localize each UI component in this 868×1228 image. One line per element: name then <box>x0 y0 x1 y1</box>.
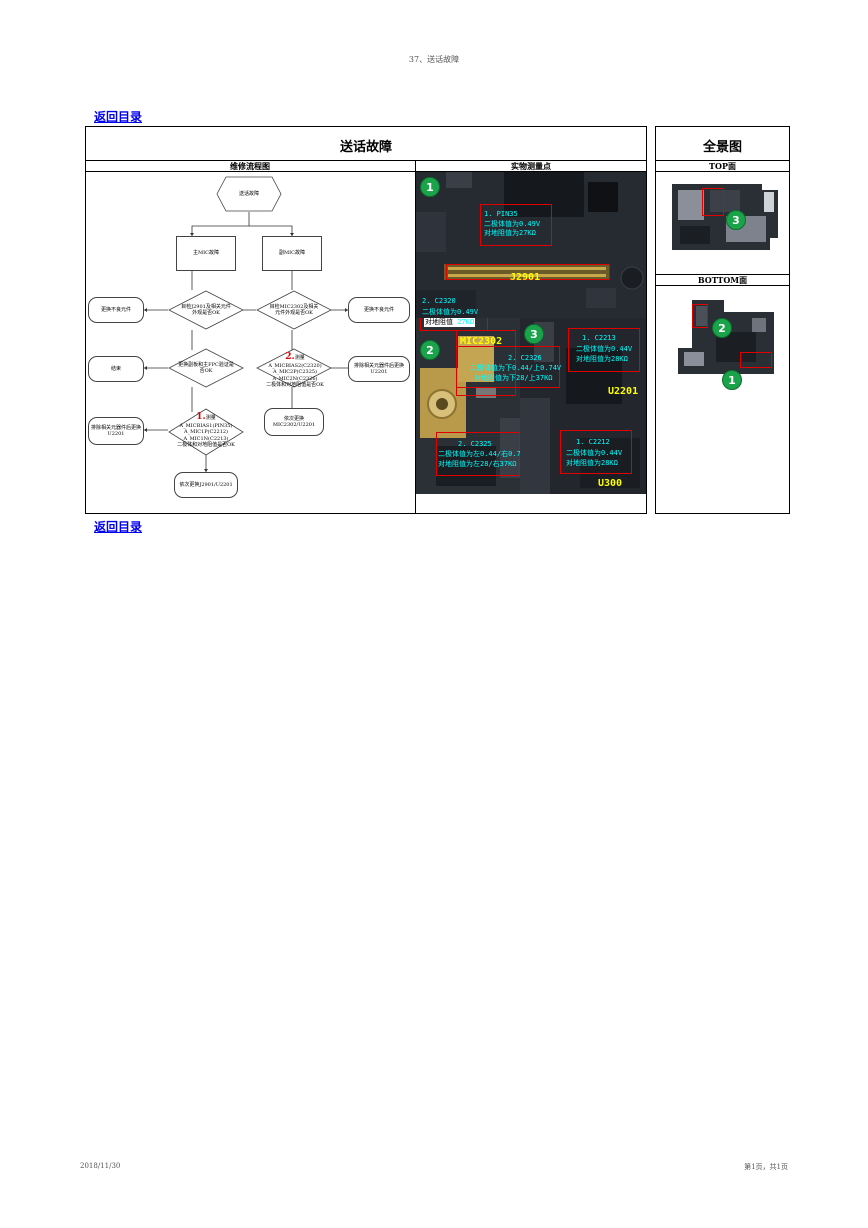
flow-replace-bad-right: 更换不良元件 <box>348 297 410 323</box>
c2326-resistance: 对地阻值为下28/上37KΩ <box>474 374 553 382</box>
marker-2-photo: 2 <box>420 340 440 360</box>
top-header: TOP面 <box>709 161 736 171</box>
flow-check-sub: 目检MIC2302及相关元件外观是否OK <box>269 303 319 316</box>
marker-1-photo: 1 <box>420 177 440 197</box>
measure-photo-mic2302: 2 MIC2302 2. C2325 二极体值为左0.44/右0.73V 对地阻… <box>416 318 520 494</box>
flow-measure1: 1.测量 A_MICBIAS1(PIN35) A_MIC1P(C2212) A_… <box>177 411 235 448</box>
j2901-label: J2901 <box>510 272 541 283</box>
flowchart-header: 维修流程图 <box>230 161 270 171</box>
c2325-label: 2. C2325 <box>458 440 492 448</box>
u300-label: U300 <box>598 478 623 489</box>
c2212-diode: 二极体值为0.44V <box>566 449 623 457</box>
c2212-resistance: 对地阻值为28KΩ <box>566 459 618 467</box>
mic2302-label: MIC2302 <box>460 336 503 347</box>
j2901-highlight <box>446 264 610 280</box>
c2326-diode: 二极体值为下0.44/上0.74V <box>470 364 562 372</box>
u2201-label: U2201 <box>608 386 639 397</box>
flow-fpc-check: 更换副板和主FPC验证是否OK <box>178 361 234 374</box>
measure-photo-u2201: 3 1. C2213 二极体值为0.44V 对地阻值为28KΩ U2201 1.… <box>520 318 646 494</box>
flow-sub-mic: 副MIC故障 <box>262 236 322 271</box>
c2320-label: 2. C2320 <box>422 297 456 305</box>
flow-main-mic: 主MIC故障 <box>176 236 236 271</box>
footer-page: 第1页，共1页 <box>744 1163 788 1171</box>
c2325-resistance: 对地阻值为左28/右37KΩ <box>438 460 517 468</box>
flow-check-main: 目检J2901及相关元件外观是否OK <box>181 303 231 316</box>
flow-end: 结束 <box>88 356 144 382</box>
back-to-toc-link-top[interactable]: 返回目录 <box>94 110 143 124</box>
c2325-highlight <box>436 432 520 476</box>
top-marker-3: 3 <box>726 210 746 230</box>
pin35-diode: 二极体值为0.49V <box>484 220 541 228</box>
c2320-diode: 二极体值为0.49V <box>422 308 479 316</box>
measure-header: 实物测量点 <box>511 161 551 171</box>
table-title: 送话故障 <box>339 140 392 155</box>
pin35-resistance: 对地阻值为27KΩ <box>484 229 536 237</box>
main-table <box>85 126 647 514</box>
flow-measure2: 2.测量 A_MICBIAS2(C2320) A_MIC2P(C2325) A_… <box>266 351 324 388</box>
measure-photo-j2901: 1. PIN35 二极体值为0.49V 对地阻值为27KΩ J2901 1 <box>416 172 646 318</box>
flow-replace-j2901: 依次更换J2901/U2201 <box>174 472 238 498</box>
panorama-table <box>655 126 790 514</box>
page-header: 37、送话故障 <box>408 55 460 64</box>
c2325-diode: 二极体值为左0.44/右0.73V <box>438 450 520 458</box>
start-hexagon-shape <box>216 176 282 212</box>
panorama-title: 全景图 <box>702 140 742 155</box>
bottom-highlight-upper <box>692 304 708 328</box>
c2212-highlight <box>560 430 632 474</box>
c2213-resistance: 对地阻值为28KΩ <box>576 355 628 363</box>
c2213-label: 1. C2213 <box>582 334 616 342</box>
marker-3-photo: 3 <box>524 324 544 344</box>
c2320-resistance: 对地阻值 27KΩ <box>424 318 476 328</box>
flowchart-connectors <box>144 212 348 472</box>
back-to-toc-link-bottom[interactable]: 返回目录 <box>94 520 143 534</box>
pin35-highlight <box>480 204 552 246</box>
pin35-label: 1. PIN35 <box>484 210 518 218</box>
top-highlight <box>702 188 724 216</box>
bottom-highlight-lower <box>740 352 772 368</box>
flow-remove-right: 排除相关元器件后更换U2201 <box>348 356 410 382</box>
measure1-diamond-shape <box>168 408 244 456</box>
c2213-highlight <box>568 328 640 372</box>
check-sub-diamond-shape <box>256 290 332 330</box>
top-board-photo: 3 <box>666 176 782 260</box>
fpc-diamond-shape <box>168 348 244 388</box>
bottom-board-photo: 2 1 <box>666 292 782 392</box>
flow-start: 送话故障 <box>238 190 259 197</box>
flow-replace-mic: 依次更换MIC2302/U2201 <box>264 408 324 436</box>
bottom-header: BOTTOM面 <box>697 275 748 285</box>
check-main-diamond-shape <box>168 290 244 330</box>
bottom-marker-1: 1 <box>722 370 742 390</box>
c2213-diode: 二极体值为0.44V <box>576 345 633 353</box>
bottom-marker-2: 2 <box>712 318 732 338</box>
flow-remove-left: 排除相关元器件后更换U2201 <box>88 417 144 445</box>
c2326-highlight <box>456 346 560 388</box>
c2212-label: 1. C2212 <box>576 438 610 446</box>
measure2-diamond-shape <box>256 348 332 388</box>
footer-date: 2018/11/30 <box>80 1162 121 1170</box>
flow-replace-bad-left: 更换不良元件 <box>88 297 144 323</box>
c2326-label: 2. C2326 <box>508 354 542 362</box>
c2320-highlight <box>420 318 488 331</box>
